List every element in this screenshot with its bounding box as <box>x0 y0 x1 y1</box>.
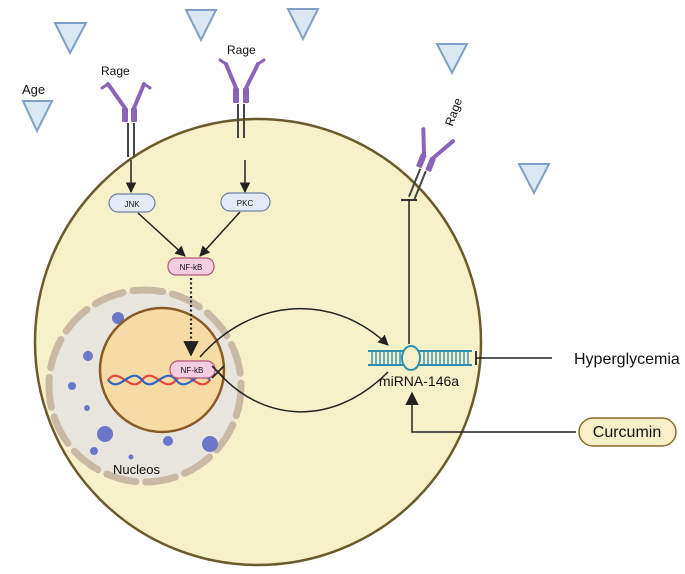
age-triangle <box>184 9 218 43</box>
arrow-curcumin-mirna <box>405 391 576 433</box>
nfkb-cytoplasm-label: NF-kB <box>180 263 203 272</box>
mirna-146a-structure <box>368 345 472 371</box>
curcumin-label: Curcumin <box>593 424 661 441</box>
pkc-label: PKC <box>237 199 254 208</box>
inhibition-bar-nfkb <box>211 365 225 379</box>
curcumin-node: Curcumin <box>578 417 677 447</box>
age-triangle <box>53 22 88 56</box>
mirna-label: miRNA-146a <box>379 373 459 389</box>
arrow-pkc-nfkb <box>199 211 241 257</box>
nucleolus-dots <box>68 312 218 460</box>
arrow-nucleus-mirna <box>199 307 389 358</box>
rage-right-label: Rage <box>442 96 465 128</box>
rage-center-label: Rage <box>227 43 256 57</box>
nfkb-cytoplasm-node: NF-kB <box>167 257 215 276</box>
arrow-jnk-nfkb <box>137 212 186 257</box>
jnk-node: JNK <box>108 193 156 213</box>
inhibition-mirna-nfkb <box>217 371 389 413</box>
nucleus <box>98 306 226 434</box>
rage-receptor-right <box>408 127 455 200</box>
age-triangle <box>21 100 54 134</box>
jnk-label: JNK <box>124 200 140 209</box>
age-triangle <box>435 43 469 76</box>
age-label: Age <box>22 82 45 97</box>
age-triangle <box>517 163 551 196</box>
pkc-node: PKC <box>220 192 271 212</box>
age-triangle <box>286 8 320 42</box>
age-molecules <box>21 8 551 196</box>
hyperglycemia-label: Hyperglycemia <box>574 351 680 368</box>
rage-receptor-center <box>218 58 266 138</box>
nfkb-nucleus-node: NF-kB <box>169 360 216 379</box>
rage-receptor-left <box>100 82 152 157</box>
rage-left-label: Rage <box>101 64 130 78</box>
nucleos-label: Nucleos <box>113 462 160 477</box>
nfkb-nucleus-label: NF-kB <box>181 366 204 375</box>
dna-helix <box>107 374 211 386</box>
